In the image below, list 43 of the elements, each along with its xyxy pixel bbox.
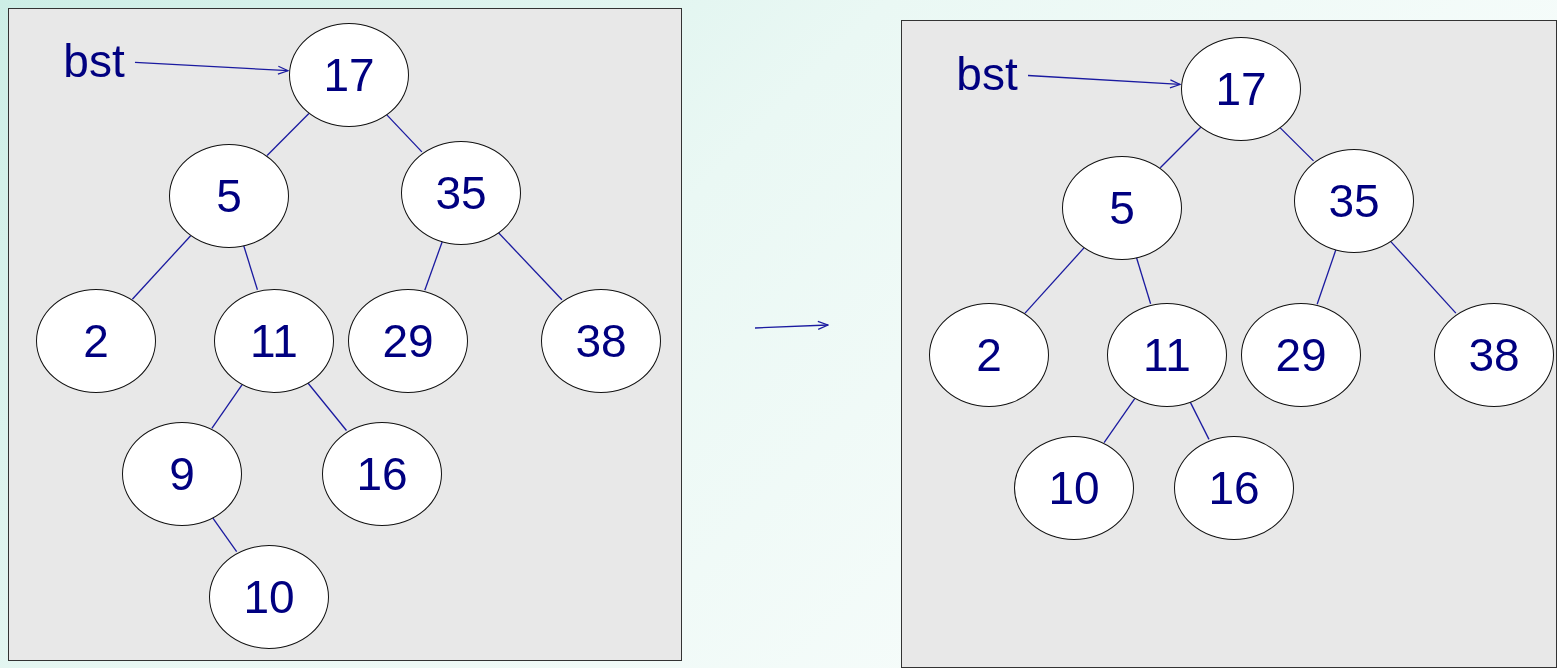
- panel-background: [901, 20, 1557, 668]
- tree-link: [242, 244, 259, 291]
- tree-link: [1135, 256, 1152, 305]
- tree-link: [385, 113, 423, 153]
- node-value: 35: [1328, 178, 1380, 224]
- arrow: [754, 320, 829, 330]
- node-value: 29: [1275, 332, 1327, 378]
- node-value: 38: [1468, 332, 1520, 378]
- tree-link: [1024, 247, 1085, 314]
- arrow: [134, 61, 289, 75]
- tree-link: [306, 381, 348, 432]
- node-value: 10: [243, 574, 295, 620]
- tree-link: [1103, 397, 1136, 444]
- node-value: 11: [1143, 332, 1191, 378]
- node-value: 16: [1208, 465, 1260, 511]
- pointer-label: bst: [52, 34, 136, 88]
- node-value: 9: [169, 451, 195, 497]
- tree-link: [1278, 126, 1315, 162]
- node-value: 16: [356, 451, 408, 497]
- node-value: 11: [250, 318, 298, 364]
- node-value: 2: [83, 318, 109, 364]
- tree-link: [1316, 249, 1337, 305]
- node-value: 29: [382, 318, 434, 364]
- node-value: 17: [323, 52, 375, 98]
- tree-link: [497, 231, 563, 301]
- tree-link: [1389, 240, 1457, 314]
- tree-link: [1189, 401, 1210, 440]
- arrow: [1027, 74, 1181, 89]
- pointer-label: bst: [945, 47, 1029, 101]
- panel-background: [8, 8, 682, 661]
- node-value: 5: [216, 173, 242, 219]
- node-value: 38: [575, 318, 627, 364]
- node-value: 35: [435, 170, 487, 216]
- tree-link: [131, 235, 192, 300]
- tree-link: [1159, 126, 1202, 169]
- tree-link: [424, 241, 443, 291]
- tree-link: [266, 112, 310, 157]
- tree-link: [211, 516, 238, 553]
- node-value: 2: [976, 332, 1002, 378]
- node-value: 10: [1048, 465, 1100, 511]
- tree-link: [211, 383, 243, 430]
- node-value: 5: [1109, 185, 1135, 231]
- node-value: 17: [1215, 66, 1267, 112]
